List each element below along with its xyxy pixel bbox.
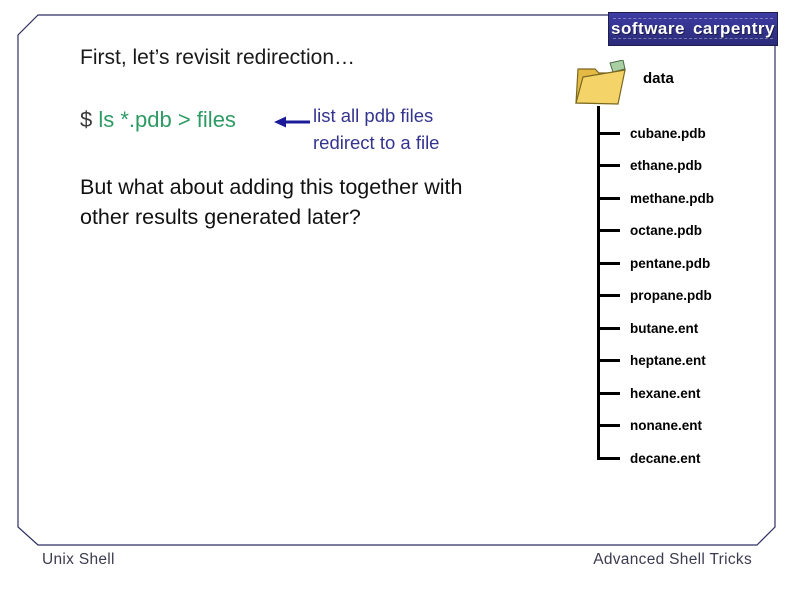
tree-branch-line [597,196,620,200]
tree-row: cubane.pdb [597,125,706,141]
tree-row: nonane.ent [597,418,702,434]
tree-file-label: cubane.pdb [630,125,706,141]
tree-branch-line [597,391,620,395]
tree-branch-line [597,294,620,297]
tree-row: butane.ent [597,320,698,336]
tree-row: pentane.pdb [597,255,710,271]
body-line-2: other results generated later? [80,205,361,229]
shell-command-code: ls *.pdb > files [98,107,236,132]
tree-file-label: pentane.pdb [630,255,711,271]
logo-word-carpentry: carpentry [692,19,775,38]
command-annotation: list all pdb files redirect to a file [313,102,439,156]
logo-word-software: software [611,19,685,38]
shell-command: $ ls *.pdb > files [80,107,236,133]
tree-root-label: data [643,70,674,87]
tree-file-label: decane.ent [630,450,701,466]
tree-branch-line [597,164,620,167]
software-carpentry-logo: software carpentry [608,12,778,46]
annotation-line-1: list all pdb files [313,105,434,126]
tree-file-label: octane.pdb [630,223,703,238]
tree-row: ethane.pdb [597,158,702,174]
tree-branch-line [597,326,620,330]
tree-file-label: butane.ent [630,320,699,336]
footer-section-title: Unix Shell [42,551,115,568]
tree-branch-line [597,131,620,135]
tree-branch-line [597,456,620,460]
tree-row: decane.ent [597,450,701,466]
tree-file-label: ethane.pdb [630,158,703,173]
annotation-line-2: redirect to a file [313,132,440,153]
tree-file-label: hexane.ent [630,385,701,401]
tree-file-label: nonane.ent [630,418,703,433]
tree-branch-line [597,261,620,265]
tree-file-label: propane.pdb [630,288,712,303]
tree-row: propane.pdb [597,288,712,304]
tree-file-label: methane.pdb [630,190,715,206]
left-arrow-icon [274,116,310,128]
tree-row: heptane.ent [597,353,706,369]
tree-row: hexane.ent [597,385,701,401]
slide-title: First, let’s revisit redirection… [80,46,356,69]
tree-row: methane.pdb [597,190,714,206]
tree-branch-line [597,424,620,427]
shell-prompt: $ [80,107,99,132]
body-paragraph: But what about adding this together with… [80,172,462,232]
tree-branch-line [597,229,620,232]
open-folder-icon [575,60,626,105]
footer-lesson-title: Advanced Shell Tricks [593,551,752,568]
tree-row: octane.pdb [597,223,702,239]
tree-trunk-line [597,106,600,460]
body-line-1: But what about adding this together with [80,175,463,199]
tree-branch-line [597,359,620,362]
tree-file-label: heptane.ent [630,353,706,368]
